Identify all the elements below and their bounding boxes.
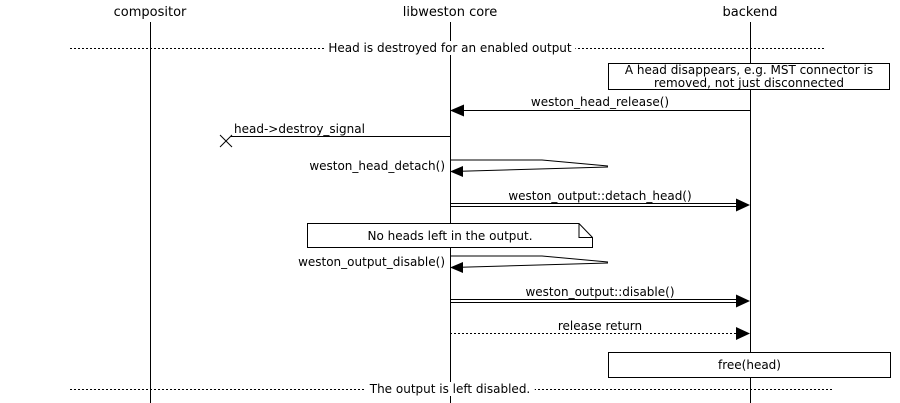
note-head-disappears-line1: A head disappears, e.g. MST connector is bbox=[624, 62, 874, 77]
message-label-release-return: release return bbox=[557, 319, 643, 333]
arrow-weston-head-release bbox=[450, 104, 750, 117]
message-label-weston-head-release: weston_head_release() bbox=[530, 95, 670, 109]
arrow-weston-head-detach-selfloop bbox=[450, 159, 609, 177]
note-no-heads-left-label: No heads left in the output. bbox=[367, 229, 533, 243]
arrow-weston-output-detach-head bbox=[450, 198, 750, 212]
message-label-weston-output-detach-head: weston_output::detach_head() bbox=[508, 189, 692, 203]
actor-label-compositor: compositor bbox=[113, 5, 187, 20]
note-head-disappears: A head disappears, e.g. MST connector is… bbox=[608, 63, 890, 90]
message-label-weston-output-disable-call: weston_output::disable() bbox=[525, 285, 675, 299]
note-head-disappears-line2: removed, not just disconnected bbox=[653, 75, 845, 90]
message-label-weston-output-disable: weston_output_disable() bbox=[298, 255, 445, 269]
divider-label-head-destroyed: Head is destroyed for an enabled output bbox=[324, 41, 576, 55]
note-no-heads-left-shape bbox=[307, 223, 593, 248]
message-label-weston-head-detach: weston_head_detach() bbox=[309, 159, 445, 173]
arrow-weston-output-disable-selfloop bbox=[450, 255, 609, 273]
divider-label-output-left-disabled: The output is left disabled. bbox=[365, 382, 535, 396]
message-label-head-destroy-signal: head->destroy_signal bbox=[234, 122, 365, 136]
box-free-head-label: free(head) bbox=[718, 357, 781, 372]
arrow-weston-output-disable-call bbox=[450, 294, 750, 308]
actor-label-libweston-core: libweston core bbox=[402, 5, 498, 20]
note-fold-icon bbox=[578, 223, 593, 238]
box-free-head: free(head) bbox=[608, 352, 891, 378]
arrow-head-destroy-signal bbox=[219, 134, 450, 148]
arrow-release-return bbox=[450, 327, 750, 340]
actor-label-backend: backend bbox=[722, 5, 778, 20]
